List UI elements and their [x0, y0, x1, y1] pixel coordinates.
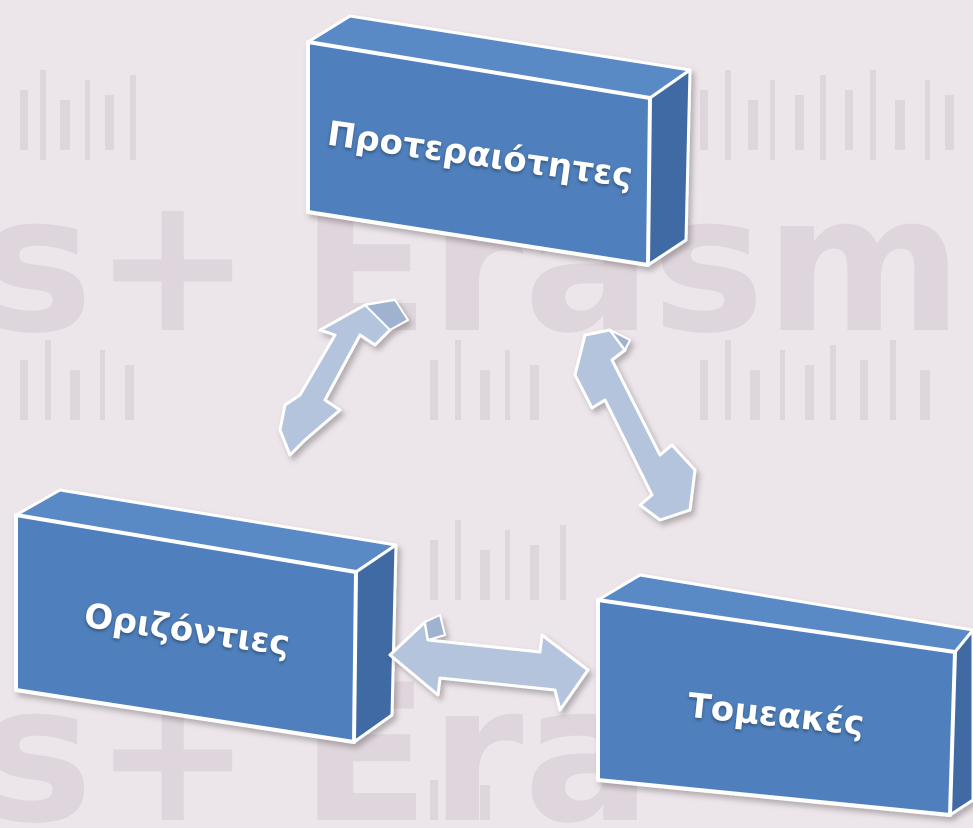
- node-label-sectoral: Τομεακές: [685, 685, 867, 745]
- node-label-horizontal: Οριζόντιες: [81, 595, 293, 665]
- bidirectional-arrow-priorities-horizontal: [278, 298, 409, 457]
- node-box-sectoral: [596, 573, 973, 817]
- watermark-bars-top: [20, 70, 954, 160]
- bidirectional-arrow-priorities-sectoral: [573, 328, 697, 522]
- bidirectional-arrow-horizontal-sectoral: [388, 614, 590, 712]
- watermark-bars-middle: [20, 340, 930, 420]
- watermark-bars-bottom: [430, 520, 566, 820]
- svg-text:s+: s+: [0, 154, 252, 375]
- node-box-priorities: [306, 14, 692, 267]
- node-box-horizontal: [14, 488, 398, 744]
- node-label-priorities: Προτεραιότητες: [324, 113, 636, 197]
